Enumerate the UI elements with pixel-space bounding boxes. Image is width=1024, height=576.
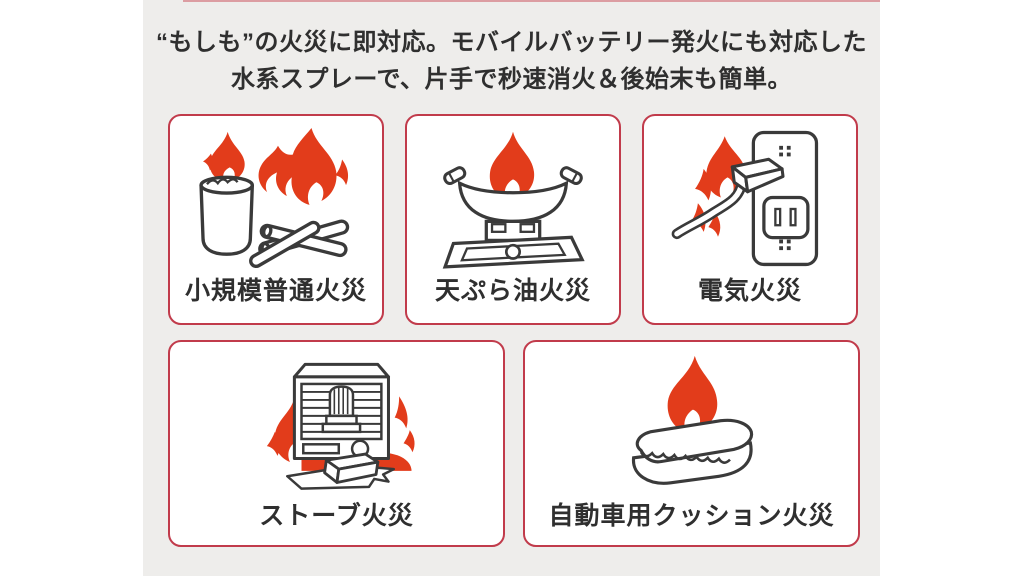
card-label: 小規模普通火災 — [184, 277, 367, 305]
card-label: 自動車用クッション火災 — [548, 502, 835, 530]
car-cushion-fire-icon — [613, 342, 771, 496]
tempura-oil-fire-icon — [427, 116, 599, 271]
tempura-oil-fire-icon — [442, 131, 585, 269]
card-label: ストーブ火災 — [259, 502, 414, 530]
card-stove-fire: ストーブ火災 — [168, 340, 505, 547]
electric-fire-icon — [669, 116, 832, 271]
electric-fire-icon — [671, 130, 818, 267]
card-label: 天ぷら油火災 — [434, 277, 591, 305]
header-text: “もしも”の火災に即対応。モバイルバッテリー発火にも対応した 水系スプレーで、片… — [143, 24, 880, 98]
header-line-1: “もしも”の火災に即対応。モバイルバッテリー発火にも対応した — [156, 29, 867, 56]
stove-fire-icon — [248, 342, 426, 496]
car-cushion-fire-icon — [631, 355, 753, 485]
campfire-fire-icon — [187, 116, 365, 271]
campfire-fire-icon — [199, 127, 350, 269]
stove-fire-icon — [266, 362, 415, 490]
card-electric-fire: 電気火災 — [642, 114, 858, 325]
card-car-cushion-fire: 自動車用クッション火災 — [523, 340, 860, 547]
card-tempura-oil-fire: 天ぷら油火災 — [405, 114, 621, 325]
card-label: 電気火災 — [697, 277, 802, 305]
top-red-line — [183, 0, 880, 2]
card-small-ordinary-fire: 小規模普通火災 — [168, 114, 384, 325]
content-panel: “もしも”の火災に即対応。モバイルバッテリー発火にも対応した 水系スプレーで、片… — [143, 0, 880, 576]
header-line-2: 水系スプレーで、片手で秒速消火＆後始末も簡単。 — [230, 66, 793, 93]
